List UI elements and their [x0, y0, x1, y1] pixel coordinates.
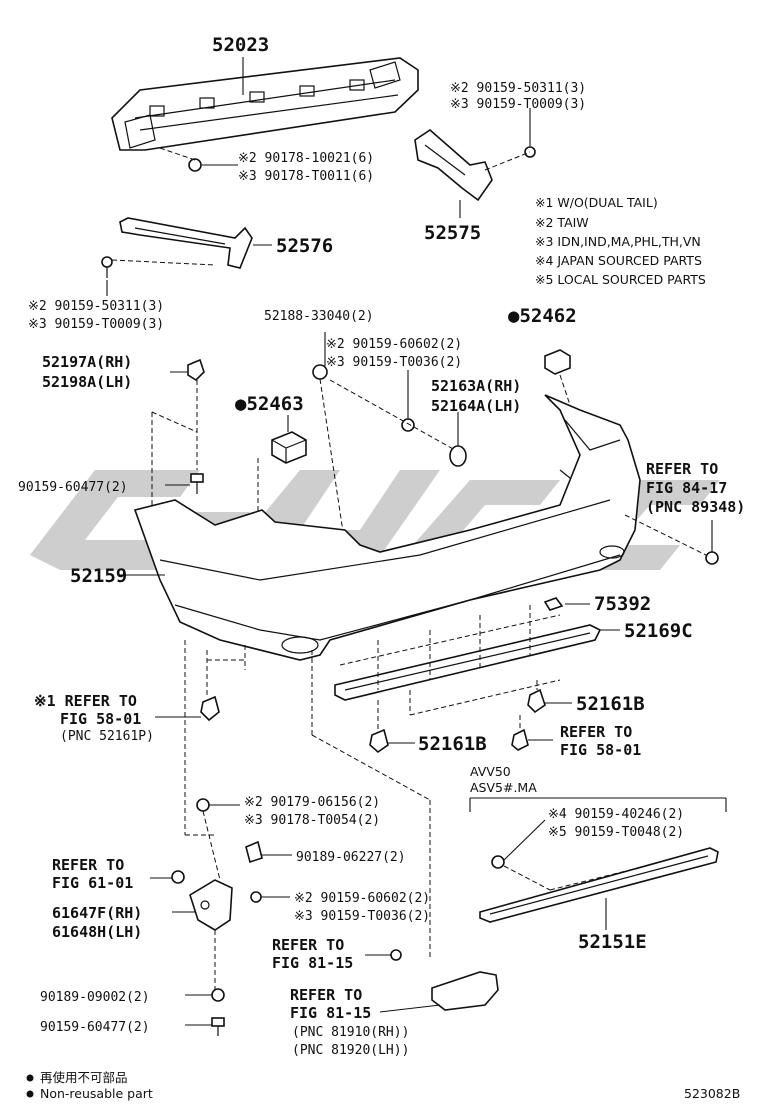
- footer-legend: 再使用不可部品 Non-reusable part 523082B: [26, 1070, 740, 1101]
- nut-icon: [196, 798, 210, 812]
- clip-icon: [511, 728, 529, 751]
- clip-icon: [187, 358, 205, 382]
- label-90159-t0036-b: ※3 90159-T0036(2): [294, 909, 430, 924]
- nut-icon: [390, 949, 402, 961]
- nonreusable-label-en: Non-reusable part: [40, 1086, 153, 1101]
- label-90178-t0011: ※3 90178-T0011(6): [238, 169, 374, 184]
- label-90159-t0036-a: ※3 90159-T0036(2): [326, 355, 462, 370]
- label-90159-50311-top: ※2 90159-50311(3): [450, 81, 586, 96]
- label-90159-40246: ※4 90159-40246(2): [548, 807, 684, 822]
- nonreusable-bullet-icon: [26, 1074, 34, 1082]
- legend-note-3: ※3 IDN,IND,MA,PHL,TH,VN: [535, 234, 701, 249]
- refer-84-17-line1: REFER TO: [646, 460, 718, 478]
- label-52161b-b: 52161B: [418, 733, 487, 755]
- label-52197a: 52197A(RH): [42, 353, 132, 371]
- label-61647f: 61647F(RH): [52, 904, 142, 922]
- label-52463: ●52463: [235, 393, 304, 415]
- label-90159-t0009-top: ※3 90159-T0009(3): [450, 97, 586, 112]
- label-90178-10021: ※2 90178-10021(6): [238, 151, 374, 166]
- garnish-52151E: [479, 847, 719, 923]
- label-52163a: 52163A(RH): [431, 377, 521, 395]
- diffuser-52169C: [334, 624, 602, 701]
- bumper-cover-52159: [133, 394, 641, 661]
- nonreusable-label-jp: 再使用不可部品: [40, 1070, 128, 1085]
- label-52198a: 52198A(LH): [42, 373, 132, 391]
- refer-61-01-line2: FIG 61-01: [52, 874, 133, 892]
- refer-58-01-a-line2: FIG 58-01: [60, 710, 141, 728]
- label-52151e: 52151E: [578, 931, 647, 953]
- bracket-52575: [414, 128, 493, 202]
- clip-icon: [527, 688, 546, 714]
- refer-58-01-b-line1: REFER TO: [560, 723, 632, 741]
- clip-icon: [245, 840, 263, 864]
- label-52159: 52159: [70, 565, 127, 587]
- pad-52463: [271, 431, 307, 464]
- refer-84-17-line3: (PNC 89348): [646, 498, 745, 516]
- label-avv50: AVV50: [470, 764, 511, 779]
- bracket-61647F: [189, 879, 233, 931]
- retainer-icon: [449, 445, 467, 467]
- label-90159-t0048: ※5 90159-T0048(2): [548, 825, 684, 840]
- clip-icon: [491, 855, 505, 869]
- clip-icon: [369, 728, 389, 754]
- label-90159-60602-a: ※2 90159-60602(2): [326, 337, 462, 352]
- clip-icon: [312, 364, 328, 380]
- label-90189-09002: 90189-09002(2): [40, 990, 150, 1005]
- screw-icon: [211, 1017, 225, 1036]
- diagram-code: 523082B: [684, 1086, 740, 1101]
- screw-icon: [250, 891, 262, 903]
- refer-84-17-line2: FIG 84-17: [646, 479, 727, 497]
- label-90159-50311-left: ※2 90159-50311(3): [28, 299, 164, 314]
- label-pnc-81920: (PNC 81920(LH)): [292, 1043, 409, 1058]
- refer-81-15-b-line1: REFER TO: [290, 986, 362, 1004]
- refer-58-01-a-line1: ※1 REFER TO: [34, 692, 137, 710]
- label-61648h: 61648H(LH): [52, 923, 142, 941]
- legend-note-5: ※5 LOCAL SOURCED PARTS: [535, 272, 706, 287]
- label-90159-60602-b: ※2 90159-60602(2): [294, 891, 430, 906]
- label-90159-60477-a: 90159-60477(2): [18, 480, 128, 495]
- refer-81-15-b-line2: FIG 81-15: [290, 1004, 371, 1022]
- refer-61-01-line1: REFER TO: [52, 856, 124, 874]
- label-90159-t0009-left: ※3 90159-T0009(3): [28, 317, 164, 332]
- screw-icon: [190, 473, 204, 494]
- label-90189-06227: 90189-06227(2): [296, 850, 406, 865]
- label-75392: 75392: [594, 593, 651, 615]
- legend-note-2: ※2 TAIW: [535, 215, 589, 230]
- nut-icon: [211, 988, 225, 1002]
- label-90159-60477-b: 90159-60477(2): [40, 1020, 150, 1035]
- label-90179-06156: ※2 90179-06156(2): [244, 795, 380, 810]
- legend-note-4: ※4 JAPAN SOURCED PARTS: [535, 253, 702, 268]
- label-52575: 52575: [424, 222, 481, 244]
- part-labels: 52023 ※2 90159-50311(3) ※3 90159-T0009(3…: [18, 34, 745, 1058]
- label-52462: ●52462: [508, 305, 577, 327]
- refer-81-15-a-line2: FIG 81-15: [272, 954, 353, 972]
- label-52023: 52023: [212, 34, 269, 56]
- label-asv5-ma: ASV5#.MA: [470, 780, 537, 795]
- reflector-lamp: [431, 971, 499, 1011]
- nonreusable-bullet-icon: [26, 1090, 34, 1098]
- nut-icon: [188, 158, 202, 172]
- bracket-52576: [119, 217, 253, 269]
- clip-icon: [200, 695, 220, 722]
- label-90178-t0054: ※3 90178-T0054(2): [244, 813, 380, 828]
- refer-58-01-a-line3: (PNC 52161P): [60, 729, 154, 744]
- label-52576: 52576: [276, 235, 333, 257]
- label-52188-33040: 52188-33040(2): [264, 309, 374, 324]
- bolt-icon: [101, 256, 113, 278]
- screw-icon: [705, 551, 719, 565]
- refer-58-01-b-line2: FIG 58-01: [560, 741, 641, 759]
- refer-81-15-a-line1: REFER TO: [272, 936, 344, 954]
- legend-note-1: ※1 W/O(DUAL TAIL): [535, 195, 658, 210]
- bumper-reinforcement-52023: [111, 57, 419, 151]
- label-52161b-a: 52161B: [576, 693, 645, 715]
- clip-icon: [543, 597, 564, 611]
- label-pnc-81910: (PNC 81910(RH)): [292, 1025, 409, 1040]
- clip-icon: [171, 870, 185, 884]
- label-52164a: 52164A(LH): [431, 397, 521, 415]
- pad-52462: [544, 349, 571, 375]
- label-52169c: 52169C: [624, 620, 693, 642]
